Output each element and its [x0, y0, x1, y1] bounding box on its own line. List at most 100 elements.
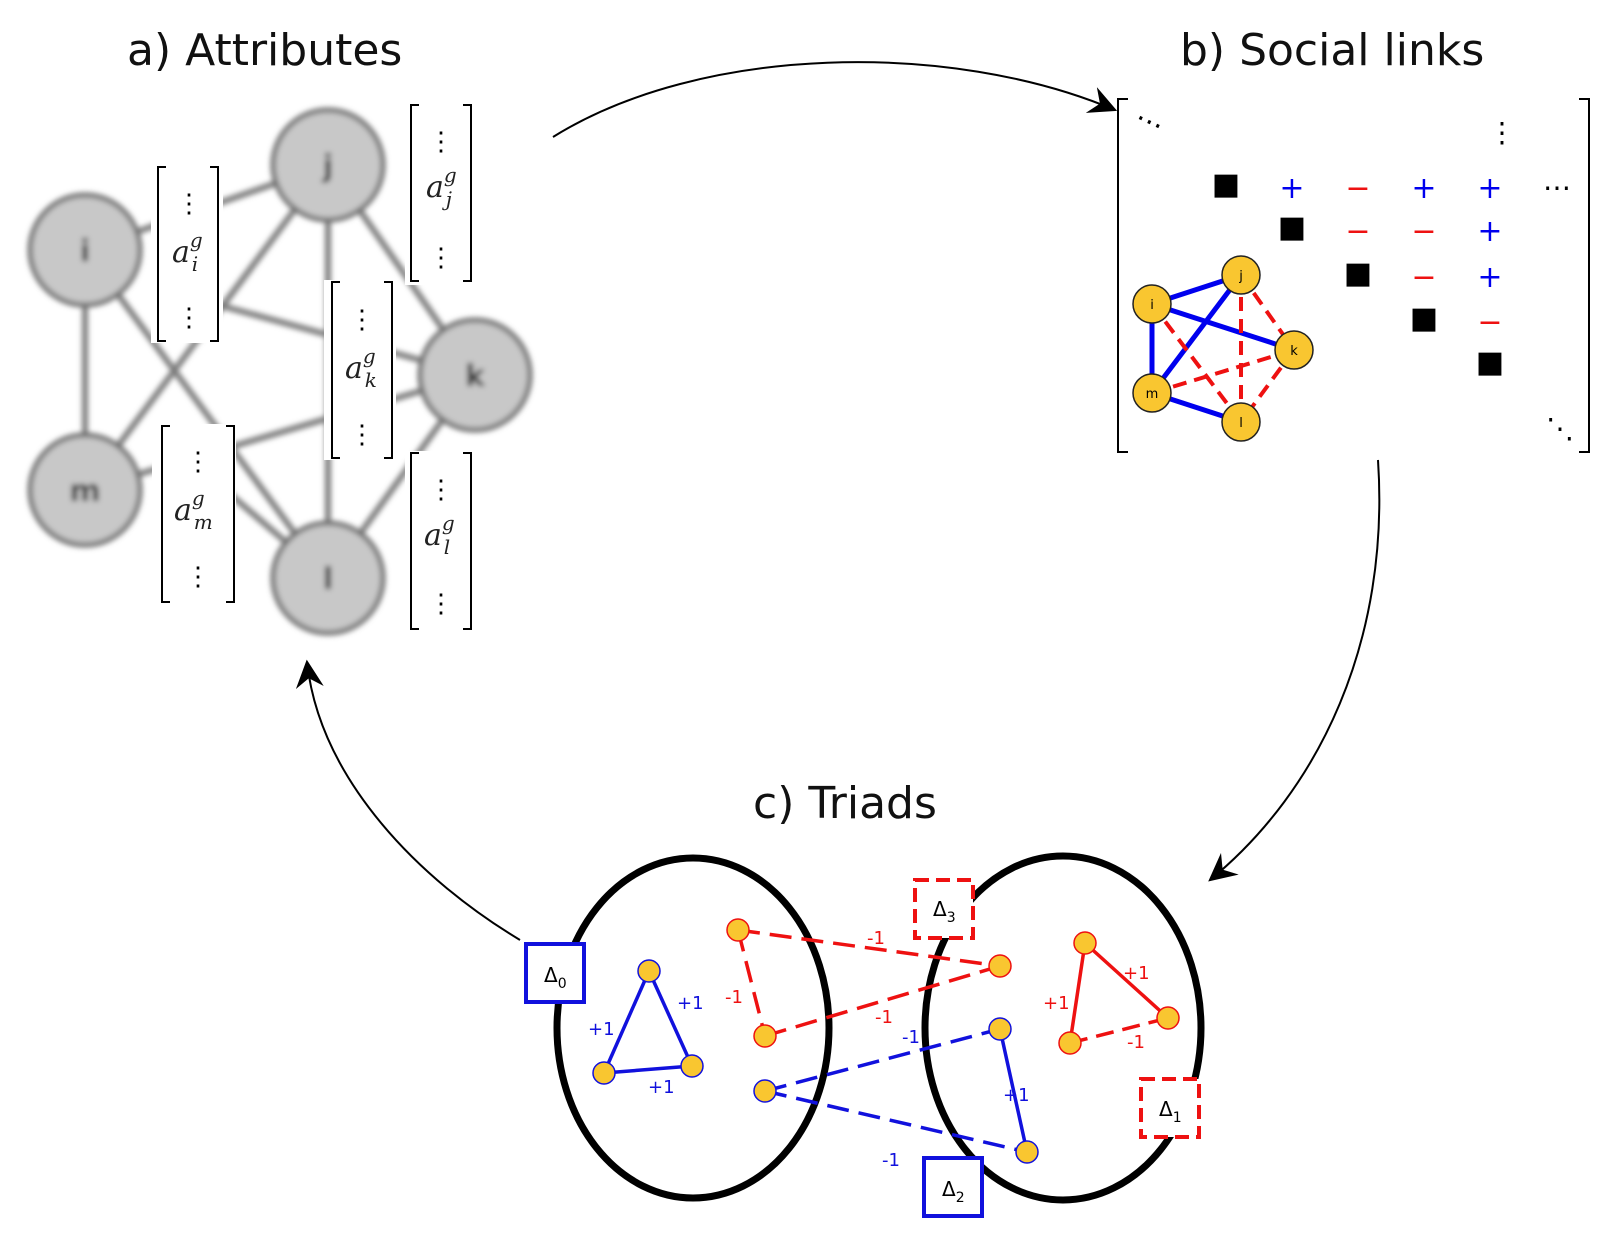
matrix-cell-negative: − — [1477, 305, 1502, 340]
svg-text:agk: agk — [345, 344, 377, 392]
vdots: ⋮ — [185, 447, 211, 477]
matrix-cell-positive: + — [1477, 214, 1502, 249]
vdots: ⋮ — [428, 475, 454, 505]
vdots: ⋮ — [176, 189, 202, 219]
delta0-box: Δ0 — [524, 942, 586, 1004]
delta-symbol: Δ — [933, 897, 947, 921]
vdots: ⋮ — [185, 562, 211, 592]
matrix-right-bracket — [1579, 98, 1590, 453]
delta1-box: Δ1 — [1139, 1077, 1201, 1139]
arrow-triads-to-attributes — [295, 659, 521, 941]
matrix-cell-negative: − — [1345, 171, 1370, 206]
attr-node-l — [270, 520, 386, 636]
net-node-m — [1132, 373, 1172, 413]
matrix-cell-positive: + — [1411, 171, 1436, 206]
matrix-diag-2: ■ — [1344, 256, 1372, 291]
attr-node-l-label: l — [323, 562, 333, 597]
attr-node-m — [27, 432, 143, 548]
weight-label: +1 — [677, 993, 704, 1014]
weight-label: -1 — [725, 987, 743, 1008]
delta2-box: Δ2 — [922, 1156, 984, 1218]
triad-node — [753, 1079, 777, 1103]
weight-label: -1 — [867, 928, 885, 949]
net-node-i-label: i — [1150, 298, 1154, 313]
attr-node-j — [270, 107, 386, 223]
delta-symbol: Δ — [544, 963, 558, 987]
weight-label: -1 — [882, 1150, 900, 1171]
weight-label: +1 — [1123, 963, 1150, 984]
group-left — [553, 854, 833, 1202]
svg-text:agi: agi — [172, 228, 203, 276]
weight-label: +1 — [648, 1077, 675, 1098]
matrix-diag-3: ■ — [1410, 301, 1438, 336]
vdots: ⋮ — [349, 420, 375, 450]
vdots: ⋮ — [176, 303, 202, 333]
svg-text:Δ2: Δ2 — [942, 1177, 965, 1206]
net-node-j-label: j — [1238, 269, 1243, 284]
arrow-links-to-triads — [1208, 459, 1381, 882]
net-node-l — [1221, 402, 1261, 442]
delta-symbol: Δ — [1159, 1097, 1173, 1121]
matrix-diag-4: ■ — [1476, 345, 1504, 380]
attr-node-k — [417, 317, 533, 433]
delta-subscript: 2 — [956, 1190, 965, 1206]
triad-node — [1156, 1006, 1180, 1030]
svg-text:agm: agm — [174, 486, 213, 534]
matrix-left-bracket — [1117, 98, 1128, 453]
delta-subscript: 0 — [558, 976, 567, 992]
net-node-m-label: m — [1146, 387, 1159, 402]
vdots: ⋮ — [428, 243, 454, 273]
triads-title: c) Triads — [753, 778, 937, 829]
delta-subscript: 3 — [947, 910, 956, 926]
triad-node — [753, 1024, 777, 1048]
svg-text:Δ0: Δ0 — [544, 963, 567, 992]
social-links-matrix: ⋯ ⋮ ⋯ ⋱ ■ + − + + ■ − − + ■ − + ■ − ■ — [1117, 98, 1590, 453]
vector-sup: g — [363, 344, 376, 368]
net-node-k-label: k — [1290, 344, 1298, 359]
matrix-diag-1: ■ — [1278, 210, 1306, 245]
matrix-cell-positive: + — [1477, 171, 1502, 206]
vector-sub: k — [365, 368, 377, 392]
matrix-diag-0: ■ — [1212, 167, 1240, 202]
arrow-attributes-to-links — [552, 61, 1118, 138]
weight-label: +1 — [588, 1019, 615, 1040]
vector-sub: m — [194, 510, 213, 534]
matrix-cell-negative: − — [1411, 214, 1436, 249]
vdots: ⋮ — [428, 127, 454, 157]
triad-node — [1058, 1031, 1082, 1055]
triads-panel: +1 +1 +1 -1 -1 -1 -1 -1 +1 +1 +1 -1 Δ0 Δ… — [524, 852, 1205, 1218]
triad-node — [680, 1054, 704, 1078]
vdots: ⋮ — [428, 589, 454, 619]
vector-sup: g — [190, 228, 203, 252]
vector-base: a — [424, 518, 442, 553]
vector-base: a — [345, 351, 363, 386]
vector-sub: j — [442, 187, 452, 211]
matrix-vdots-top: ⋮ — [1488, 116, 1516, 149]
triad-node — [1015, 1140, 1039, 1164]
attributes-title: a) Attributes — [127, 25, 402, 76]
triad-node — [988, 1017, 1012, 1041]
attribute-graph: i j k m l — [27, 107, 533, 636]
svg-text:Δ3: Δ3 — [933, 897, 956, 926]
triad-node — [988, 954, 1012, 978]
delta-subscript: 1 — [1173, 1110, 1182, 1126]
vector-sup: g — [192, 486, 205, 510]
weight-label: +1 — [1003, 1085, 1030, 1106]
signed-network: i j k m l — [1132, 255, 1314, 442]
delta3-box: Δ3 — [913, 878, 975, 940]
attr-node-m-label: m — [69, 474, 100, 509]
vector-sub: l — [444, 535, 450, 559]
net-node-k — [1274, 330, 1314, 370]
attr-node-k-label: k — [465, 359, 486, 394]
delta-symbol: Δ — [942, 1177, 956, 1201]
attr-node-j-label: j — [322, 149, 333, 184]
net-node-l-label: l — [1239, 416, 1243, 431]
triad-node — [1073, 931, 1097, 955]
triad-node — [592, 1061, 616, 1085]
weight-label: -1 — [1127, 1032, 1145, 1053]
